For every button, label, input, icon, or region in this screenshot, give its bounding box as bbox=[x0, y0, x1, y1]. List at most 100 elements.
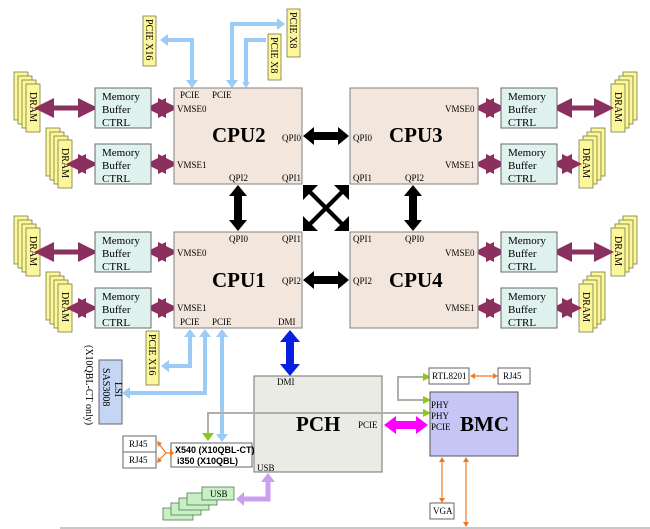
pcie-slot-cpu2-x8-a: PCIE X8 bbox=[286, 8, 301, 58]
svg-text:Buffer: Buffer bbox=[508, 248, 537, 260]
svg-text:CTRL: CTRL bbox=[102, 117, 130, 129]
dram-stack-cpu2-b: DRAM bbox=[45, 127, 73, 189]
svg-text:QPI2: QPI2 bbox=[405, 173, 424, 183]
dram-label: DRAM bbox=[27, 236, 38, 266]
svg-text:VMSE0: VMSE0 bbox=[445, 248, 475, 258]
pcie-slot-cpu2-x16: PCIE X16 bbox=[142, 15, 157, 67]
svg-text:CTRL: CTRL bbox=[102, 173, 130, 185]
svg-text:PCIE: PCIE bbox=[180, 90, 200, 100]
svg-text:Buffer: Buffer bbox=[102, 160, 131, 172]
memory-buffer-cpu1-1: Memory Buffer CTRL bbox=[94, 287, 152, 329]
svg-text:RJ45: RJ45 bbox=[503, 371, 522, 381]
phy-arrowheads bbox=[202, 373, 431, 441]
svg-text:QPI0: QPI0 bbox=[405, 234, 425, 244]
dram-label: DRAM bbox=[612, 92, 623, 122]
nic-rj45-arrowheads bbox=[157, 441, 174, 463]
cpu1-block: CPU1 QPI0 QPI1 QPI2 VMSE0 VMSE1 PCIE PCI… bbox=[173, 231, 303, 329]
svg-text:Memory: Memory bbox=[102, 291, 140, 303]
rtl8201: RTL8201 bbox=[428, 367, 470, 385]
svg-text:PCIE: PCIE bbox=[358, 420, 378, 430]
pch-bmc-pcie-link bbox=[384, 416, 428, 434]
svg-text:Memory: Memory bbox=[508, 147, 546, 159]
pcie-links-cpu1 bbox=[128, 336, 224, 434]
usb-label: USB bbox=[210, 489, 228, 499]
svg-text:VMSE1: VMSE1 bbox=[177, 303, 207, 313]
svg-text:Memory: Memory bbox=[102, 91, 140, 103]
svg-text:Buffer: Buffer bbox=[508, 104, 537, 116]
svg-text:CTRL: CTRL bbox=[508, 117, 536, 129]
svg-text:CPU4: CPU4 bbox=[389, 268, 443, 292]
svg-text:CPU1: CPU1 bbox=[212, 268, 266, 292]
bmc-misc-arrowheads bbox=[439, 373, 498, 527]
svg-text:CTRL: CTRL bbox=[508, 173, 536, 185]
svg-text:RJ45: RJ45 bbox=[129, 439, 148, 449]
cpu3-block: CPU3 VMSE0 VMSE1 QPI0 QPI1 QPI2 bbox=[349, 87, 479, 185]
svg-text:PCIE X8: PCIE X8 bbox=[287, 12, 298, 48]
dram-label: DRAM bbox=[580, 292, 591, 322]
qpi-cpu3-cpu4 bbox=[404, 185, 422, 231]
svg-text:QPI2: QPI2 bbox=[353, 276, 372, 286]
svg-text:VMSE1: VMSE1 bbox=[445, 160, 475, 170]
svg-text:QPI2: QPI2 bbox=[282, 276, 301, 286]
memory-buffer-cpu2-0: Memory Buffer CTRL bbox=[94, 87, 152, 129]
dram-label: DRAM bbox=[59, 148, 70, 178]
svg-text:CTRL: CTRL bbox=[102, 261, 130, 273]
qpi-cross bbox=[303, 185, 349, 231]
cpu4-block: CPU4 QPI1 QPI0 QPI2 VMSE0 VMSE1 bbox=[349, 231, 479, 329]
svg-text:i350 (X10QBL): i350 (X10QBL) bbox=[177, 456, 238, 466]
bmc-rj45: RJ45 bbox=[497, 367, 531, 385]
svg-text:BMC: BMC bbox=[460, 412, 509, 436]
svg-text:VMSE0: VMSE0 bbox=[177, 248, 207, 258]
qpi-cpu2-cpu1 bbox=[229, 185, 247, 231]
usb-arrowheads bbox=[236, 473, 275, 506]
dram-label: DRAM bbox=[612, 236, 623, 266]
svg-text:PCIE: PCIE bbox=[212, 90, 232, 100]
svg-text:QPI1: QPI1 bbox=[282, 234, 301, 244]
svg-text:QPI0: QPI0 bbox=[282, 133, 302, 143]
svg-text:PCIE X8: PCIE X8 bbox=[268, 37, 279, 73]
svg-text:QPI1: QPI1 bbox=[282, 173, 301, 183]
dram-label: DRAM bbox=[59, 292, 70, 322]
svg-text:PCIE X16: PCIE X16 bbox=[146, 334, 157, 375]
svg-text:PCIE: PCIE bbox=[212, 317, 232, 327]
svg-text:Memory: Memory bbox=[102, 235, 140, 247]
dram-stack-cpu3-b: DRAM bbox=[578, 127, 606, 189]
svg-text:PCIE: PCIE bbox=[431, 422, 451, 432]
pcie-slot-cpu2-x8-b: PCIE X8 bbox=[267, 33, 282, 81]
pcie-links-cpu2 bbox=[165, 22, 280, 84]
svg-text:DMI: DMI bbox=[277, 377, 295, 387]
svg-text:Buffer: Buffer bbox=[102, 304, 131, 316]
pcie-arrowheads-cpu1 bbox=[122, 329, 228, 442]
svg-text:USB: USB bbox=[257, 463, 275, 473]
vga-port: VGA bbox=[429, 502, 455, 520]
svg-text:Buffer: Buffer bbox=[102, 104, 131, 116]
memory-buffer-cpu4-0: Memory Buffer CTRL bbox=[500, 231, 558, 273]
memory-buffer-cpu3-0: Memory Buffer CTRL bbox=[500, 87, 558, 129]
qpi-cpu2-cpu3 bbox=[303, 127, 349, 145]
svg-text:QPI0: QPI0 bbox=[353, 133, 373, 143]
dram-label: DRAM bbox=[27, 92, 38, 122]
svg-text:PHY: PHY bbox=[431, 400, 450, 410]
svg-text:PHY: PHY bbox=[431, 411, 450, 421]
svg-text:QPI1: QPI1 bbox=[353, 234, 372, 244]
svg-text:SAS3008: SAS3008 bbox=[100, 368, 111, 406]
svg-text:CTRL: CTRL bbox=[508, 317, 536, 329]
svg-text:VGA: VGA bbox=[433, 506, 453, 516]
svg-text:Memory: Memory bbox=[508, 235, 546, 247]
nic-rj45-ports: RJ45 RJ45 bbox=[122, 435, 157, 469]
bmc-block: BMC PHY PHY PCIE bbox=[429, 391, 519, 457]
svg-text:RJ45: RJ45 bbox=[129, 455, 148, 465]
svg-text:Memory: Memory bbox=[508, 91, 546, 103]
nic-block: X540 (X10QBL-CT) i350 (X10QBL) bbox=[170, 442, 255, 468]
dram-stack-cpu3-a: DRAM bbox=[610, 71, 638, 133]
cpu2-block: CPU2 PCIE PCIE VMSE0 VMSE1 QPI0 QPI1 QPI… bbox=[173, 87, 303, 185]
svg-text:Buffer: Buffer bbox=[508, 304, 537, 316]
svg-text:PCIE: PCIE bbox=[180, 317, 200, 327]
svg-text:DMI: DMI bbox=[278, 317, 296, 327]
dram-stack-cpu4-a: DRAM bbox=[610, 215, 638, 277]
dram-stack-cpu1-a: DRAM bbox=[13, 215, 41, 277]
svg-text:Buffer: Buffer bbox=[508, 160, 537, 172]
svg-text:CPU2: CPU2 bbox=[212, 123, 266, 147]
qpi-links bbox=[229, 127, 422, 289]
svg-text:RTL8201: RTL8201 bbox=[432, 371, 466, 381]
